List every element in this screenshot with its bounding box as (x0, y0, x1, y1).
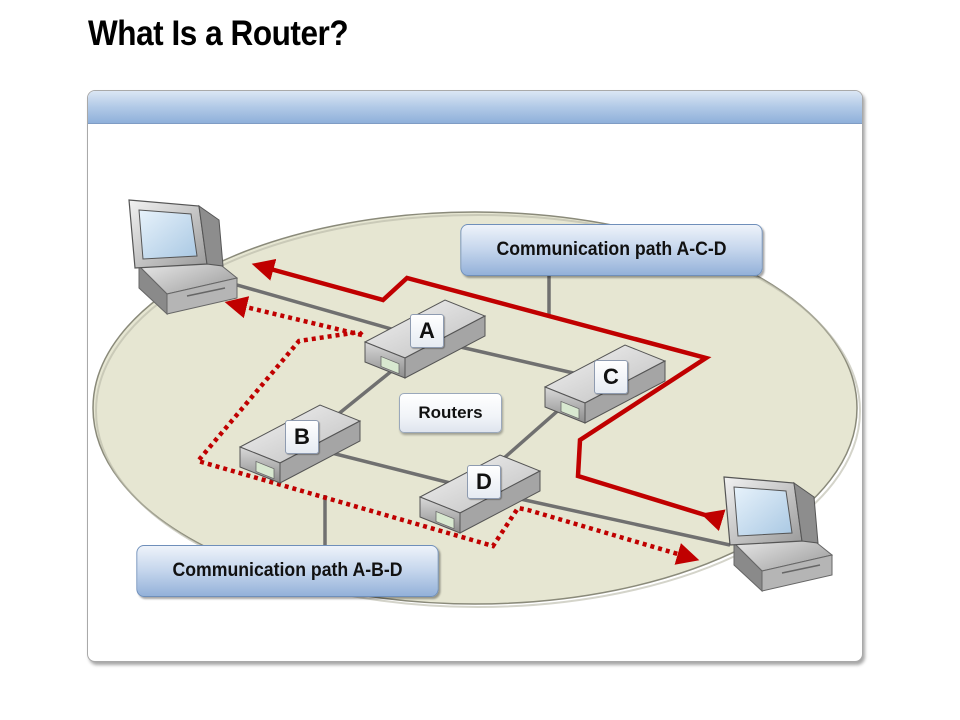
routers-label: Routers (399, 393, 502, 433)
router-d-label: D (467, 465, 501, 499)
path-abd-label: Communication path A-B-D (136, 545, 439, 597)
page-title: What Is a Router? (88, 14, 349, 53)
computer-icon (723, 476, 834, 593)
path-acd-label: Communication path A-C-D (460, 224, 763, 276)
path-acd-line (251, 258, 726, 532)
router-a-label: A (410, 314, 444, 348)
router-c-label: C (594, 360, 628, 394)
router-b-label: B (285, 420, 319, 454)
computer-icon (128, 199, 239, 316)
path-abd-start (224, 296, 363, 338)
panel-header (88, 91, 862, 124)
